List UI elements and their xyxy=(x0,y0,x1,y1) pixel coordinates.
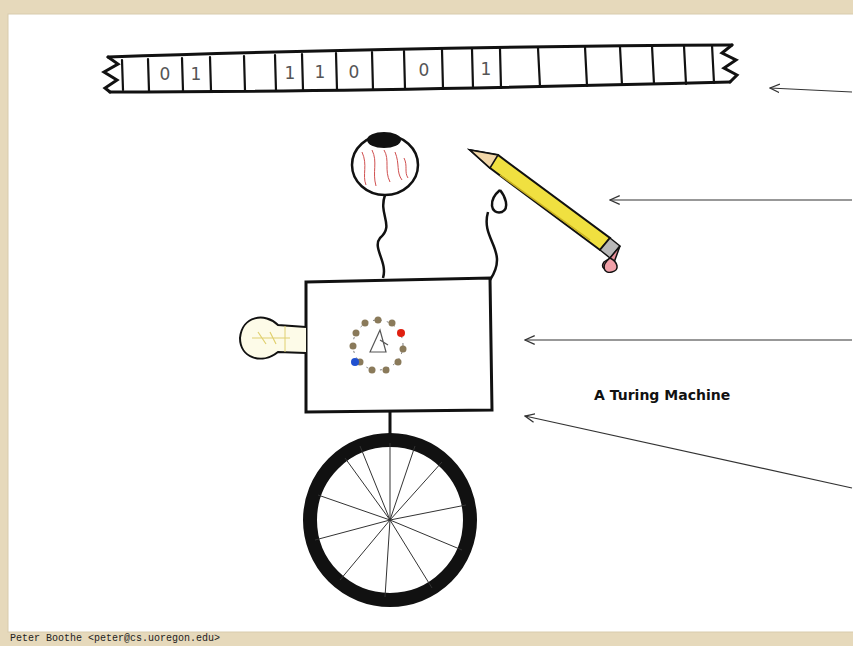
tape-symbol: 1 xyxy=(481,61,492,78)
tape-symbol: 0 xyxy=(419,62,430,79)
light-bulb xyxy=(240,318,306,359)
white-panel xyxy=(8,14,853,632)
tape xyxy=(104,45,737,92)
wheel xyxy=(310,412,470,600)
tape-symbol: 1 xyxy=(191,66,202,83)
control-box xyxy=(306,278,492,412)
tape-symbol: 0 xyxy=(349,64,360,81)
tape-symbol: 0 xyxy=(160,66,171,83)
diagram-title: A Turing Machine xyxy=(594,388,730,402)
leader-arrows xyxy=(525,88,852,488)
tape-symbol: 1 xyxy=(285,65,296,82)
author-credit: Peter Boothe <peter@cs.uoregon.edu> xyxy=(10,634,220,644)
eye-reader xyxy=(352,132,418,278)
tape-symbol: 1 xyxy=(315,64,326,81)
pencil-writer xyxy=(470,150,620,280)
